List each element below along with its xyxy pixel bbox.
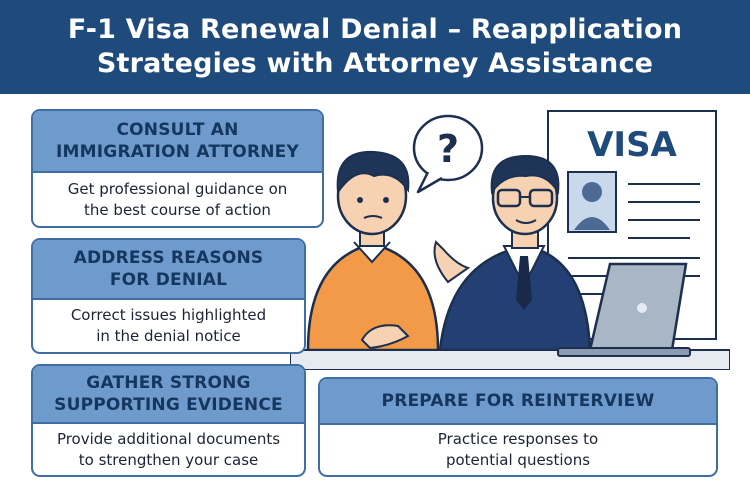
attorney-figure	[433, 154, 592, 352]
card-title: GATHER STRONG SUPPORTING EVIDENCE	[33, 366, 304, 424]
card-title-line: CONSULT AN	[116, 120, 239, 140]
card-description: Correct issues highlighted in the denial…	[33, 300, 304, 352]
header-banner: F-1 Visa Renewal Denial – Reapplication …	[0, 0, 750, 94]
card-description: Get professional guidance on the best co…	[33, 173, 322, 226]
card-title: PREPARE FOR REINTERVIEW	[320, 379, 716, 425]
card-description-line: the best course of action	[84, 200, 271, 219]
laptop-icon	[557, 262, 691, 357]
card-title-line: PREPARE FOR REINTERVIEW	[381, 391, 655, 411]
card-description-line: Practice responses to	[437, 430, 599, 448]
consultation-illustration: VISA ?	[290, 110, 730, 370]
question-mark: ?	[437, 127, 459, 171]
card-gather-evidence: GATHER STRONG SUPPORTING EVIDENCE Provid…	[31, 364, 306, 477]
card-description-line: Provide additional documents	[56, 429, 281, 448]
card-description-line: in the denial notice	[96, 327, 241, 345]
card-prepare-reinterview: PREPARE FOR REINTERVIEW Practice respons…	[318, 377, 718, 477]
card-title-line: FOR DENIAL	[109, 270, 228, 290]
card-description-line: Get professional guidance on	[67, 179, 288, 198]
question-speech-bubble-icon: ?	[412, 114, 484, 194]
card-title-line: ADDRESS REASONS	[73, 248, 264, 268]
card-title: CONSULT AN IMMIGRATION ATTORNEY	[33, 111, 322, 173]
card-description-line: potential questions	[445, 451, 591, 469]
card-title-line: SUPPORTING EVIDENCE	[54, 395, 283, 415]
card-title: ADDRESS REASONS FOR DENIAL	[33, 240, 304, 300]
card-description: Provide additional documents to strength…	[33, 424, 304, 475]
visa-label: VISA	[587, 125, 677, 165]
card-consult-attorney: CONSULT AN IMMIGRATION ATTORNEY Get prof…	[31, 109, 324, 228]
card-description-line: to strengthen your case	[78, 450, 259, 469]
card-address-reasons: ADDRESS REASONS FOR DENIAL Correct issue…	[31, 238, 306, 354]
page-title-line-1: F-1 Visa Renewal Denial – Reapplication	[67, 14, 683, 45]
student-figure	[306, 150, 440, 352]
card-title-line: GATHER STRONG	[86, 373, 251, 393]
card-title-line: IMMIGRATION ATTORNEY	[56, 142, 299, 162]
card-description-line: Correct issues highlighted	[70, 306, 267, 324]
page-title-line-2: Strategies with Attorney Assistance	[96, 48, 654, 79]
card-description: Practice responses to potential question…	[320, 425, 716, 475]
